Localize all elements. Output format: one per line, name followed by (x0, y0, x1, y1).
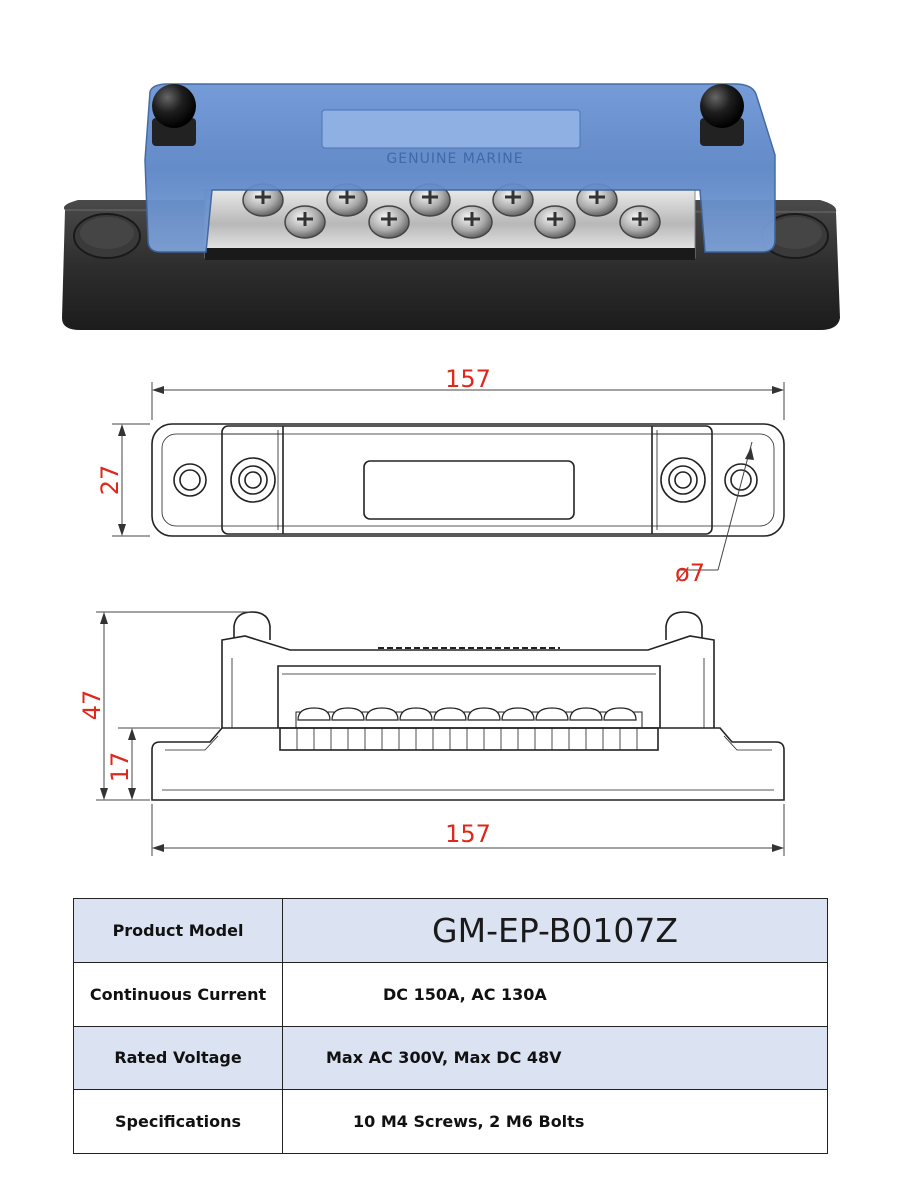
hole-diameter-label: ø7 (675, 559, 705, 587)
spec-row-current: Continuous Current DC 150A, AC 130A (73, 961, 828, 1027)
bolt-cap-right (700, 84, 744, 146)
rated-voltage-value: Max AC 300V, Max DC 48V (282, 1025, 828, 1091)
specifications-value: 10 M4 Screws, 2 M6 Bolts (282, 1089, 828, 1154)
height-label: 47 (78, 690, 106, 721)
bolt-right (660, 457, 706, 503)
mount-hole-left (173, 463, 207, 497)
bolt-cap-left (152, 84, 196, 146)
product-photo: GENUINE MARINE (62, 83, 840, 330)
spec-label: Product Model (73, 898, 283, 963)
product-model-value: GM-EP-B0107Z (282, 898, 828, 963)
side-terminal-screws (297, 707, 637, 721)
spec-label: Specifications (73, 1089, 283, 1154)
busbar-cover: GENUINE MARINE (144, 83, 776, 253)
spec-row-voltage: Rated Voltage Max AC 300V, Max DC 48V (73, 1025, 828, 1091)
width-label: 27 (96, 465, 124, 496)
spec-label: Continuous Current (73, 961, 283, 1027)
continuous-current-value: DC 150A, AC 130A (282, 961, 828, 1027)
spec-label: Rated Voltage (73, 1025, 283, 1091)
bolt-left (230, 457, 276, 503)
side-length-label: 157 (445, 820, 491, 848)
spec-row-specifications: Specifications 10 M4 Screws, 2 M6 Bolts (73, 1089, 828, 1154)
top-view-drawing: 157 27 ø7 (96, 365, 785, 587)
spec-row-model: Product Model GM-EP-B0107Z (73, 898, 828, 963)
terminal-screws (242, 183, 661, 239)
mount-hole-right (724, 463, 758, 497)
top-length-label: 157 (445, 365, 491, 393)
side-view-drawing: 47 17 157 (78, 611, 785, 856)
base-height-label: 17 (106, 752, 134, 783)
cover-brand-text: GENUINE MARINE (386, 151, 523, 167)
spec-table: Product Model GM-EP-B0107Z Continuous Cu… (73, 898, 828, 1154)
